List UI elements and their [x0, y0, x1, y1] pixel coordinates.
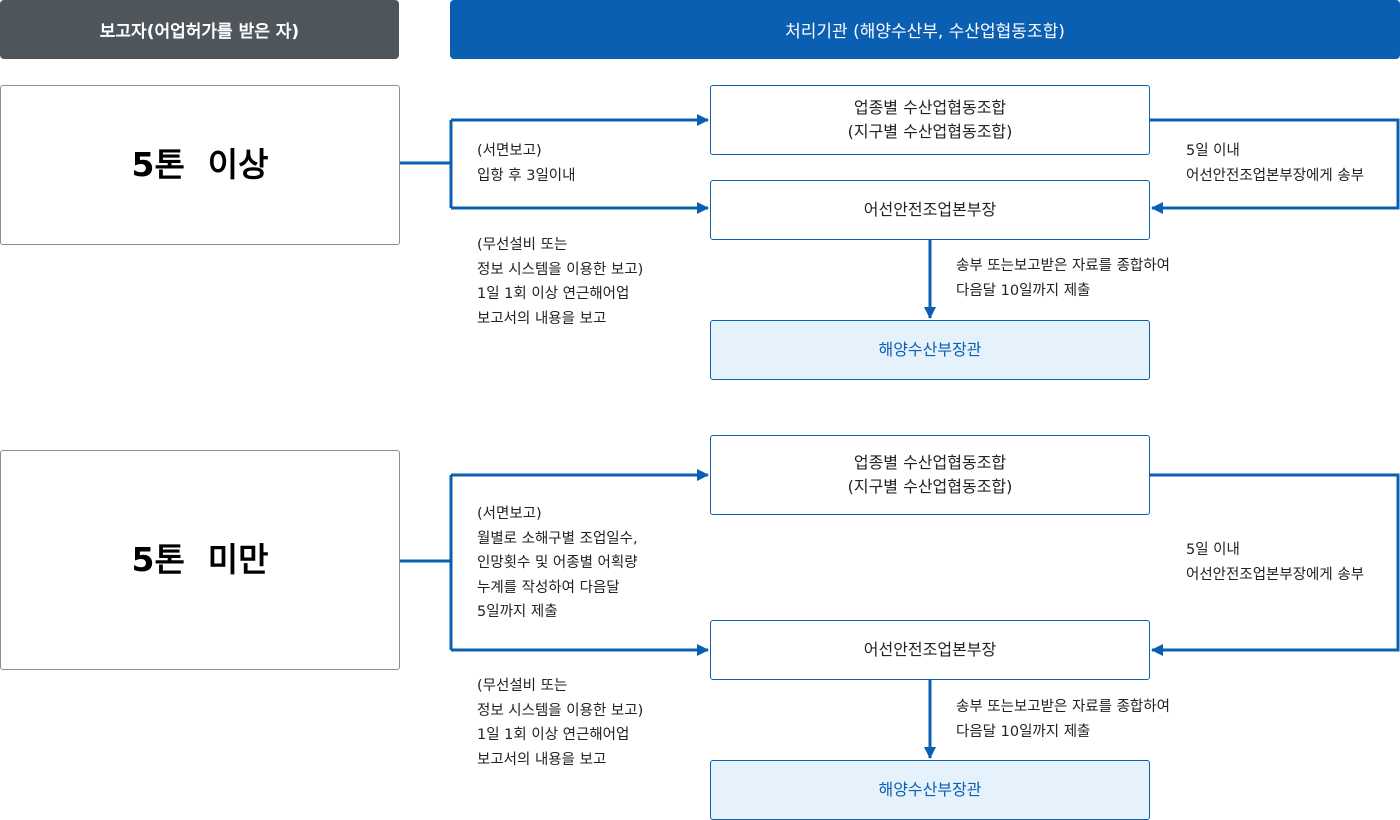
fisheries-coop-box: 업종별 수산업협동조합 (지구별 수산업협동조합) [710, 435, 1150, 515]
minister-name: 해양수산부장관 [878, 780, 982, 799]
reporter-5ton-under: 5톤 미만 [0, 450, 400, 670]
written-report-note: (서면보고) 월별로 소해구별 조업일수, 인망횟수 및 어종별 어획량 누계를… [477, 506, 638, 620]
safety-hq-box: 어선안전조업본부장 [710, 620, 1150, 680]
minister-box: 해양수산부장관 [710, 320, 1150, 380]
minister-name: 해양수산부장관 [878, 340, 982, 359]
coop-subname: (지구별 수산업협동조합) [847, 477, 1013, 496]
transfer-note: 5일 이내 어선안전조업본부장에게 송부 [1186, 542, 1365, 583]
minister-box: 해양수산부장관 [710, 760, 1150, 820]
hq-name: 어선안전조업본부장 [863, 640, 997, 659]
radio-report-note: (무선설비 또는 정보 시스템을 이용한 보고) 1일 1회 이상 연근해어업 … [477, 678, 644, 768]
coop-name: 업종별 수산업협동조합 [853, 98, 1007, 117]
transfer-note: 5일 이내 어선안전조업본부장에게 송부 [1186, 143, 1365, 184]
processor-column-header: 처리기관 (해양수산부, 수산업협동조합) [450, 0, 1400, 59]
submit-note: 송부 또는보고받은 자료를 종합하여 다음달 10일까지 제출 [956, 258, 1170, 299]
s2-arrow-coop-to-hq [1150, 473, 1400, 656]
coop-subname: (지구별 수산업협동조합) [847, 122, 1013, 141]
reporter-column-header: 보고자(어업허가를 받은 자) [0, 0, 399, 59]
written-report-note: (서면보고) 입항 후 3일이내 [477, 143, 576, 184]
reporter-label: 5톤 미만 [131, 540, 269, 579]
hq-name: 어선안전조업본부장 [863, 200, 997, 219]
safety-hq-box: 어선안전조업본부장 [710, 180, 1150, 240]
radio-report-note: (무선설비 또는 정보 시스템을 이용한 보고) 1일 1회 이상 연근해어업 … [477, 237, 644, 327]
reporter-label: 5톤 이상 [131, 145, 269, 184]
reporter-5ton-over: 5톤 이상 [0, 85, 400, 245]
coop-name: 업종별 수산업협동조합 [853, 453, 1007, 472]
fisheries-coop-box: 업종별 수산업협동조합 (지구별 수산업협동조합) [710, 85, 1150, 155]
s1-arrow-coop-to-hq [1150, 118, 1400, 214]
submit-note: 송부 또는보고받은 자료를 종합하여 다음달 10일까지 제출 [956, 699, 1170, 740]
